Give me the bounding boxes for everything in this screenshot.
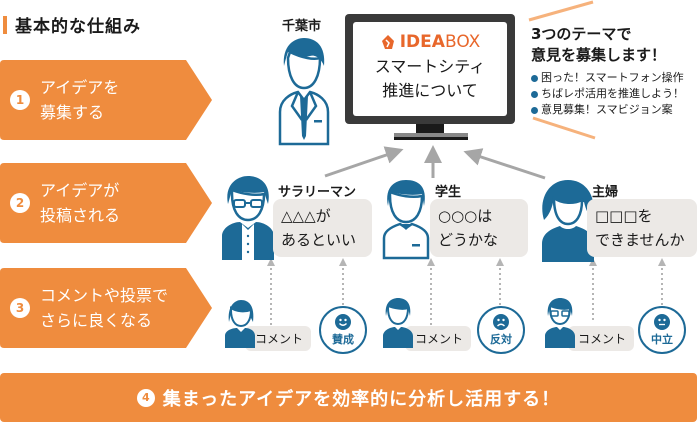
idea-bubble: □□□を できませんか (587, 199, 697, 257)
idea-text-line: □□□を (595, 207, 653, 225)
commenter-student-icon (383, 298, 413, 348)
commenter-woman-icon (225, 300, 255, 348)
step-number: 2 (10, 193, 30, 213)
step-label-line: 募集する (40, 103, 105, 122)
vote-label: 中立 (651, 332, 673, 346)
theme-heading-line: 意見を募集します！ (531, 46, 667, 64)
smile-face-icon (335, 313, 351, 330)
city-label: 千葉市 (282, 19, 322, 34)
idea-bubble: ○○○は どうかな (430, 199, 528, 257)
poster-name: サラリーマン (278, 185, 357, 200)
vote-label: 反対 (490, 332, 512, 346)
monitor-stand (394, 133, 468, 140)
monitor-neck (416, 124, 444, 135)
arrow-line (463, 148, 546, 180)
idea-text-line: ○○○は (438, 207, 493, 225)
step-arrow-shape (0, 163, 212, 243)
theme-item: 困った！スマートフォン操作 (531, 70, 684, 86)
idea-bubble: △△△が あるといい (273, 199, 372, 257)
theme-item: ちばレポ活用を推進しよう！ (531, 86, 684, 102)
theme-accent-lines (528, 0, 596, 140)
idea-text-line: できませんか (595, 231, 685, 249)
step-arrow-shape (0, 60, 212, 140)
vote-neutral: 中立 (638, 306, 686, 354)
step-number: 1 (10, 90, 30, 110)
step-1: 1 アイデアを 募集する (0, 60, 212, 140)
step-arrow-shape (0, 268, 212, 348)
step-label-line: アイデアを (40, 78, 120, 97)
vote-approve: 賛成 (319, 306, 367, 354)
step-2: 2 アイデアが 投稿される (0, 163, 212, 243)
step-label-line: さらに良くなる (40, 311, 153, 330)
monitor-text-line: 推進について (382, 81, 478, 100)
idea-text-line: どうかな (438, 231, 499, 249)
commenter-man-glasses-icon (545, 298, 575, 348)
poster-name: 学生 (435, 185, 462, 200)
vote-oppose: 反対 (477, 306, 525, 354)
logo-text-bold: IDEA (399, 32, 445, 52)
arrow-line (324, 146, 404, 178)
comment-tag: コメント (405, 326, 472, 351)
step-4-text: 集まったアイデアを効率的に分析し活用する！ (162, 388, 561, 410)
step-label: アイデアが 投稿される (40, 178, 120, 228)
step-number: 3 (10, 298, 30, 318)
poster-name: 主婦 (592, 185, 619, 200)
theme-heading: 3つのテーマで 意見を募集します！ (531, 24, 666, 66)
logo-text-light: BOX (444, 32, 481, 52)
idea-text-line: △△△が (281, 207, 331, 225)
idea-text-line: あるといい (281, 231, 357, 249)
frown-face-icon (493, 313, 509, 330)
theme-item: 意見募集！スマビジョン案 (531, 102, 684, 118)
section-title: 基本的な仕組み (3, 12, 141, 37)
step-label-line: 投稿される (40, 206, 121, 225)
theme-heading-line: 3つのテーマで (531, 25, 632, 43)
vote-label: 賛成 (332, 332, 354, 346)
monitor-text-line: スマートシティ (374, 57, 486, 76)
step-3: 3 コメントや投票で さらに良くなる (0, 268, 212, 348)
step-label: アイデアを 募集する (40, 75, 119, 125)
housewife-icon (542, 180, 594, 262)
step-number: 4 (136, 388, 155, 407)
step-4-banner: 4 集まったアイデアを効率的に分析し活用する！ (0, 373, 697, 422)
comment-tag: コメント (568, 326, 635, 351)
ideabox-logo-icon (381, 35, 394, 49)
salaryman-icon (222, 176, 274, 260)
step-label: コメントや投票で さらに良くなる (40, 283, 168, 333)
step-label-line: アイデアが (40, 181, 120, 200)
step-label-line: コメントや投票で (40, 286, 169, 305)
theme-list: 困った！スマートフォン操作 ちばレポ活用を推進しよう！ 意見募集！スマビジョン案 (531, 70, 684, 118)
comment-tag: コメント (245, 326, 312, 351)
title-accent-bar (3, 15, 7, 34)
student-icon (382, 180, 430, 260)
title-text: 基本的な仕組み (15, 17, 141, 37)
city-official-icon (278, 38, 330, 146)
monitor-text: スマートシティ 推進について (353, 55, 507, 103)
neutral-face-icon (654, 313, 670, 330)
